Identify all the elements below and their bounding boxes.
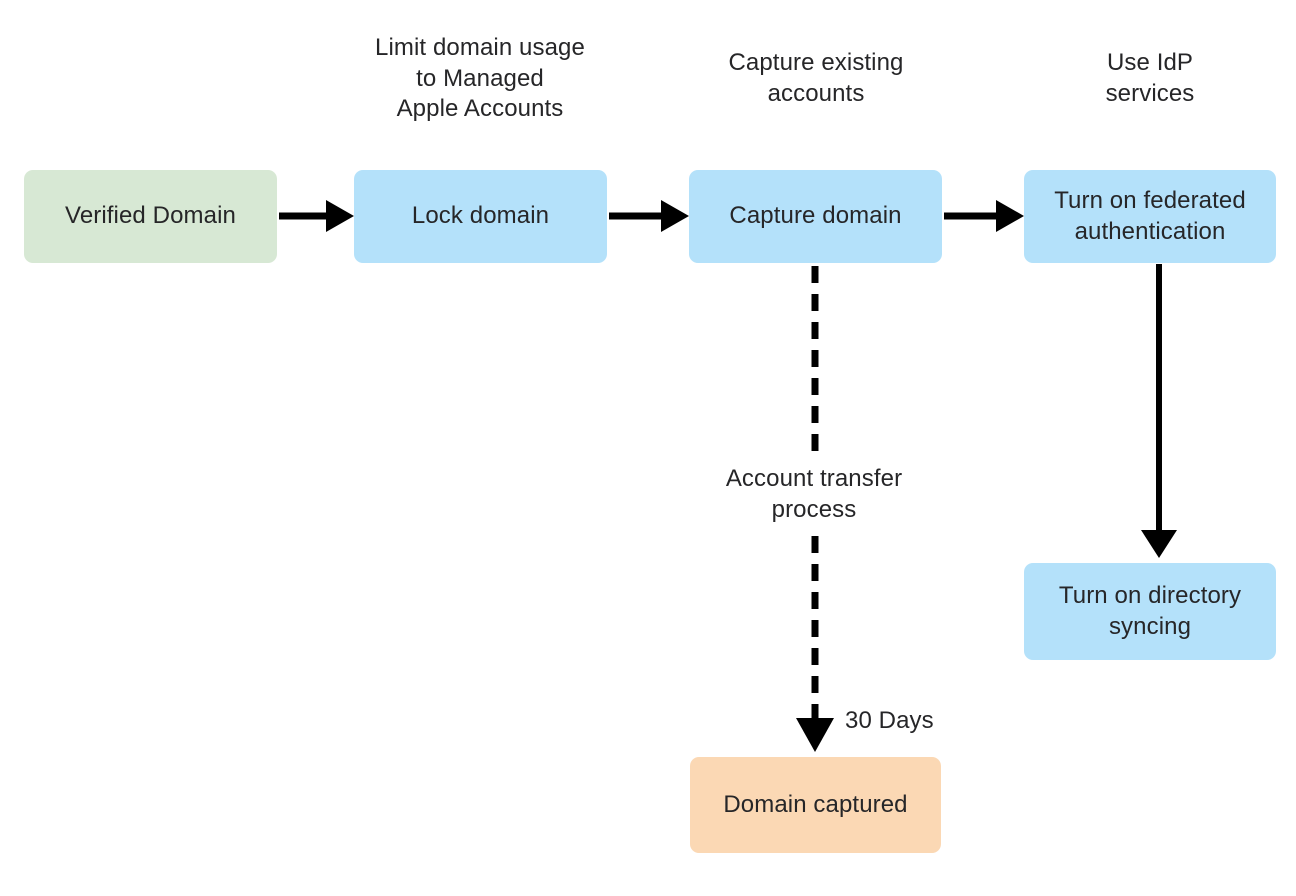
node-verified-domain[interactable]: Verified Domain	[24, 170, 277, 263]
node-capture-domain[interactable]: Capture domain	[689, 170, 942, 263]
caption-capture-domain: Capture existing accounts	[728, 49, 904, 107]
edge-label-30-days: 30 Days	[845, 707, 934, 734]
edge-lock-to-capture	[609, 200, 689, 232]
node-lock-domain[interactable]: Lock domain	[354, 170, 607, 263]
edge-federated-to-directory	[1141, 264, 1177, 558]
caption-lock-domain: Limit domain usage to Managed Apple Acco…	[375, 34, 585, 123]
edge-capture-to-domain-captured	[796, 266, 834, 752]
node-federated-auth[interactable]: Turn on federated authentication	[1024, 170, 1276, 263]
edge-verified-to-lock	[279, 200, 354, 232]
node-directory-syncing[interactable]: Turn on directory syncing	[1024, 563, 1276, 660]
edge-label-account-transfer: Account transfer process	[725, 465, 903, 523]
caption-federated-auth: Use IdP services	[1105, 49, 1195, 107]
node-domain-captured[interactable]: Domain captured	[690, 757, 941, 853]
edge-capture-to-federated	[944, 200, 1024, 232]
